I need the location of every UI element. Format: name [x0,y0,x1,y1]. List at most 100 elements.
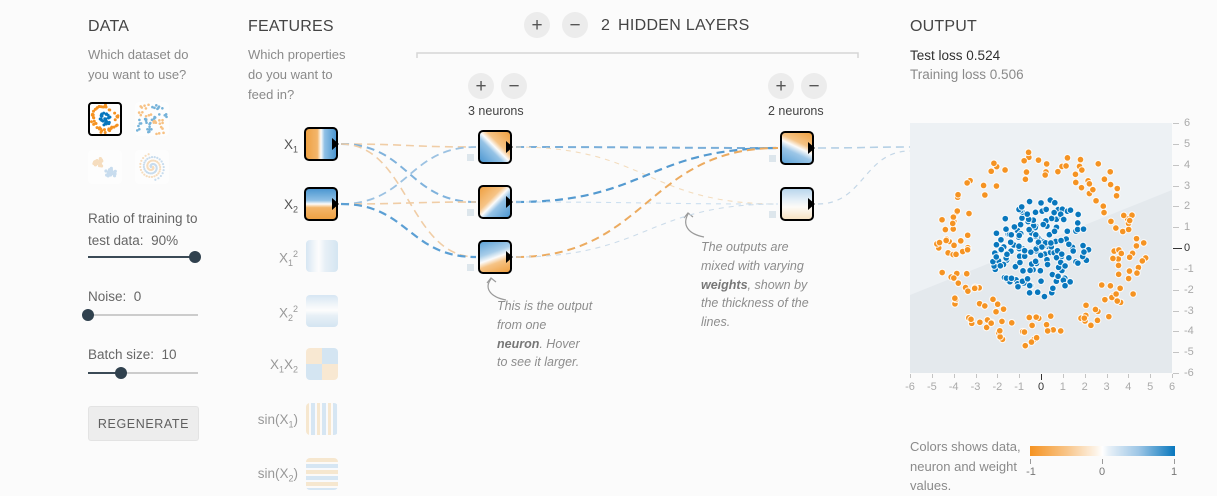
x-tick-mark [1041,374,1042,380]
noise-slider-thumb[interactable] [82,309,94,321]
batch-slider-thumb[interactable] [115,367,127,379]
remove-layer-button[interactable]: − [562,12,588,38]
x-tick-label: -3 [970,381,981,393]
feature-node-x1[interactable] [304,127,339,161]
weight-connection[interactable] [817,146,911,149]
x-tick-mark [953,374,955,378]
feature-thumb-x2sq[interactable] [306,295,338,327]
batch-slider-label: Batch size: 10 [88,344,210,366]
dataset-thumb-spiral[interactable] [135,150,169,184]
feature-thumb-sinx2[interactable] [306,458,338,490]
feature-label-x1x2: X1X2 [269,357,298,375]
ratio-slider-fill [88,256,195,258]
layer2-remove-neuron-button[interactable]: − [801,73,827,99]
weight-connection[interactable] [340,202,477,259]
feature-thumb-x1x2[interactable] [306,348,338,380]
layer1-remove-neuron-button[interactable]: − [501,73,527,99]
hidden1-neuron1-bias[interactable] [467,154,474,161]
batch-slider-track[interactable] [88,372,198,374]
training-loss: Training loss 0.506 [910,67,1024,82]
batch-label-text: Batch size: [88,347,155,362]
features-panel-question: Which properties do you want to feed in? [248,47,346,103]
legend-tick-1 [1174,459,1175,464]
weight-connection[interactable] [515,146,779,149]
feature-label-x2: X2 [283,197,298,215]
hidden2-neuron2[interactable] [780,187,815,221]
annotation2-arrowhead [683,212,694,219]
y-tick-mark [1173,206,1179,208]
features-panel-title: FEATURES [248,18,334,35]
regenerate-button[interactable]: REGENERATE [88,406,199,441]
y-tick-label: 0 [1184,242,1191,254]
y-tick-label: 6 [1184,117,1191,129]
hidden1-neuron2-bias[interactable] [467,209,474,216]
dataset-thumb-circle[interactable] [88,102,122,136]
x-tick-label: -6 [905,381,915,393]
ratio-slider[interactable] [88,250,201,264]
layer2-neurons-label: 2 neurons [768,104,824,118]
feature-thumb-sinx1[interactable] [306,403,338,435]
x-tick-label: 6 [1168,381,1176,393]
x-tick-mark [1150,374,1152,378]
weight-connection[interactable] [340,143,477,148]
y-tick-mark [1173,352,1179,354]
hidden1-neuron1[interactable] [478,130,513,164]
weight-connection[interactable] [515,146,779,204]
dataset-thumb-gaussian[interactable] [88,150,122,184]
hidden1-neuron2[interactable] [478,185,513,219]
x-tick-mark [1172,374,1173,378]
y-tick-label: -6 [1184,367,1194,379]
spiral-dataset-icon [135,150,169,184]
hidden1-neuron3-bias[interactable] [467,264,474,271]
feature-label-sinx2: sin(X2) [257,466,298,484]
weight-connection[interactable] [817,150,911,205]
legend-num-1: 1 [1170,466,1178,478]
hidden1-neuron3[interactable] [478,240,513,274]
output-panel-title: OUTPUT [910,18,977,35]
noise-slider[interactable] [82,308,198,322]
y-tick-mark [1173,185,1179,187]
weight-connection[interactable] [340,143,477,203]
batch-slider[interactable] [88,366,198,380]
exclusive-or-dataset-icon [135,102,169,136]
noise-slider-track[interactable] [88,314,198,316]
layer2-add-neuron-button[interactable]: + [768,73,794,99]
legend-caption: Colors shows data, neuron and weight val… [910,439,1021,493]
feature-node-x2[interactable] [304,187,339,221]
color-scale-bar [1030,446,1175,456]
y-tick-label: 5 [1184,137,1191,150]
feature-label-x1: X1 [283,137,298,155]
add-layer-button[interactable]: + [524,12,550,38]
x-tick-label: 4 [1125,381,1132,393]
output-decision-plot [910,123,1172,373]
x-tick-label: 1 [1059,381,1066,393]
weight-connection[interactable] [340,146,477,205]
x-tick-mark [1019,374,1021,378]
hidden2-neuron2-bias[interactable] [769,211,776,218]
hidden2-neuron1-bias[interactable] [769,155,776,162]
feature-label-x1sq: X12 [278,249,298,269]
weight-connection[interactable] [340,143,477,258]
legend-num-0: 0 [1098,466,1106,478]
ratio-slider-thumb[interactable] [188,251,201,263]
y-tick-mark [1173,310,1179,312]
y-tick-label: -4 [1184,325,1194,338]
layer1-add-neuron-button[interactable]: + [468,73,494,99]
y-tick-label: -3 [1184,304,1194,317]
y-tick-mark [1173,143,1179,145]
y-tick-label: -1 [1184,262,1194,275]
x-tick-label: 3 [1103,381,1110,393]
feature-thumb-x1sq[interactable] [306,240,338,272]
y-tick-mark [1173,164,1179,166]
y-tick-mark [1173,248,1182,249]
weight-connection[interactable] [515,146,779,205]
legend-tick-neg1 [1030,459,1031,464]
dataset-thumb-exclusive-or[interactable] [135,102,169,136]
batch-slider-fill [88,372,121,374]
weight-connection[interactable] [515,201,779,205]
y-tick-label: 1 [1184,221,1191,234]
y-tick-mark [1173,123,1179,124]
x-tick-mark [1084,374,1086,378]
hidden2-neuron1[interactable] [780,131,815,165]
weight-connection[interactable] [340,201,477,205]
